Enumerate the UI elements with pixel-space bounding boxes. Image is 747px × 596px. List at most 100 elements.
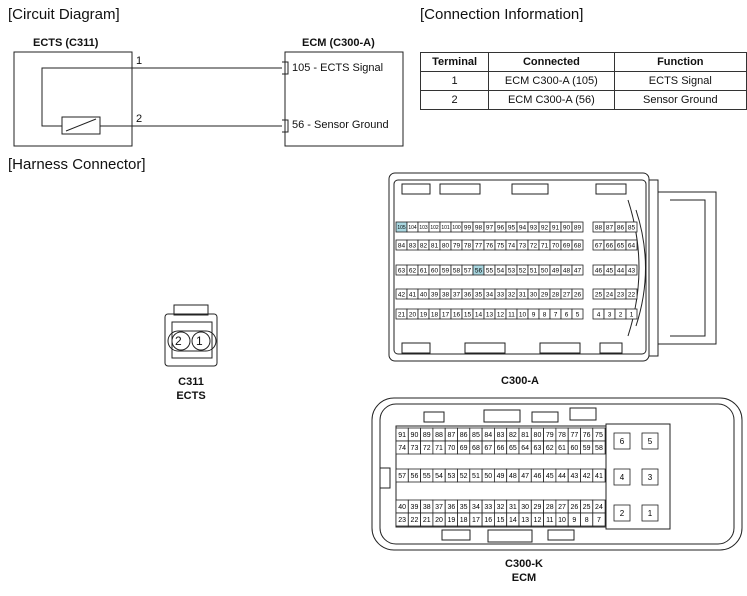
c300a-pin-number: 102 [430, 225, 439, 231]
c300k-pin-number: 24 [595, 504, 603, 511]
ecm-title: ECM (C300-A) [302, 37, 375, 49]
c300a-pin-number: 96 [497, 224, 505, 231]
c300k-pin-number: 61 [558, 445, 566, 452]
c300a-pin-number: 7 [554, 311, 558, 318]
c300k-pin-number: 19 [447, 517, 455, 524]
ground-label: 56 - Sensor Ground [292, 119, 389, 131]
c300a-pin-number: 65 [617, 242, 625, 249]
section-circuit-title: [Circuit Diagram] [8, 6, 120, 23]
c300a-pin-number: 77 [475, 242, 483, 249]
c300a-pin-number: 59 [442, 267, 450, 274]
ecm-box [284, 51, 404, 147]
table-cell: Sensor Ground [613, 90, 747, 110]
c300a-pin-number: 101 [441, 225, 450, 231]
table-cell: ECM C300-A (105) [488, 71, 615, 91]
c300a-pin-number: 35 [475, 291, 483, 298]
c300k-pin-number: 82 [509, 432, 517, 439]
table-row: 2 ECM C300-A (56) Sensor Ground [419, 90, 747, 110]
c300a-pin-number: 69 [563, 242, 571, 249]
c300a-pin-number: 28 [552, 291, 560, 298]
c300k-big-pin-cell [613, 432, 631, 450]
c300a-pin-number: 83 [409, 242, 417, 249]
c300a-pin-number: 49 [552, 267, 560, 274]
section-harness-title: [Harness Connector] [8, 156, 146, 173]
c300a-pin-number: 84 [398, 242, 406, 249]
c300a-pin-number: 21 [398, 311, 406, 318]
pin2-label: 2 [136, 113, 143, 125]
table-header-cell: Terminal [419, 52, 490, 72]
c300a-pin-number: 51 [530, 267, 538, 274]
c300k-pin-number: 50 [484, 473, 492, 480]
c300k-big-pin-cell [641, 432, 659, 450]
c300a-pin-number: 45 [606, 267, 614, 274]
c300a-pin-cell [625, 308, 638, 320]
c300a-pin-number: 34 [486, 291, 494, 298]
c300k-big-pin-cell [641, 468, 659, 486]
c300k-housing [371, 397, 743, 551]
table-header-cell: Function [613, 52, 747, 72]
c300k-ecm-label: ECM [511, 572, 537, 584]
c300a-pin-number: 58 [453, 267, 461, 274]
c300a-pin-number: 89 [574, 224, 582, 231]
c300k-big-pin-number: 4 [620, 473, 625, 482]
c300k-big-pin-number: 2 [620, 509, 625, 518]
c300a-housing [388, 172, 717, 362]
c300a-pin-number: 62 [409, 267, 417, 274]
c300k-big-pin-cell [641, 504, 659, 522]
c300k-pin-number: 41 [595, 473, 603, 480]
c300a-pin-number: 41 [409, 291, 417, 298]
ects-title: ECTS (C311) [33, 37, 99, 49]
c300a-pin-number: 36 [464, 291, 472, 298]
c300a-pin-number: 37 [453, 291, 461, 298]
c300a-pin-number: 93 [530, 224, 538, 231]
c300a-pin-cell [625, 264, 638, 276]
c300k-pin-number: 31 [509, 504, 517, 511]
c300a-pin-number: 88 [595, 224, 603, 231]
c300a-pin-cell [625, 239, 638, 251]
c300k-pin-number: 12 [534, 517, 542, 524]
c300a-label: C300-A [501, 375, 539, 387]
c300a-pin-cell [571, 264, 584, 276]
table-row: 1 ECM C300-A (105) ECTS Signal [419, 71, 747, 91]
c300k-pin-number: 7 [597, 517, 601, 524]
c300k-pin-number: 89 [423, 432, 431, 439]
c300k-pin-number: 83 [497, 432, 505, 439]
ects-box [13, 51, 133, 147]
c300a-pin-number: 30 [530, 291, 538, 298]
c300a-pin-number: 68 [574, 242, 582, 249]
c300k-pin-number: 40 [398, 504, 406, 511]
c300a-pin-number: 85 [628, 224, 636, 231]
c300a-pin-number: 71 [541, 242, 549, 249]
c300a-pin-number: 24 [606, 291, 614, 298]
c300k-pin-number: 65 [509, 445, 517, 452]
c300a-pin-number: 27 [563, 291, 571, 298]
c300a-pin-number: 55 [486, 267, 494, 274]
c300k-pin-number: 76 [583, 432, 591, 439]
ecm-ground-terminal [282, 119, 289, 133]
c300a-pin-number: 79 [453, 242, 461, 249]
c300k-pin-cell [592, 468, 606, 483]
c300a-pin-number: 100 [452, 225, 461, 231]
signal-label: 105 - ECTS Signal [292, 62, 384, 74]
c300k-pin-number: 8 [585, 517, 589, 524]
c300k-pin-number: 39 [411, 504, 419, 511]
c300a-pin-number: 78 [464, 242, 472, 249]
c300a-pin-number: 104 [408, 225, 417, 231]
c300k-pin-cell [592, 512, 606, 527]
c300a-pin-number: 53 [508, 267, 516, 274]
c300k-label: C300-K [505, 558, 543, 570]
c300k-pin-number: 54 [435, 473, 443, 480]
c300a-pin-number: 52 [519, 267, 527, 274]
c311-label: C311 [178, 376, 204, 388]
c300k-pin-number: 23 [398, 517, 406, 524]
c300a-pin-number: 90 [563, 224, 571, 231]
c300a-pin-number: 70 [552, 242, 560, 249]
c300a-pin-number: 17 [442, 311, 450, 318]
c300k-pin-number: 87 [447, 432, 455, 439]
c300a-pin-number: 42 [398, 291, 406, 298]
c300k-pin-number: 37 [435, 504, 443, 511]
c300k-pin-number: 71 [435, 445, 443, 452]
c300a-pin-number: 56 [475, 267, 483, 274]
